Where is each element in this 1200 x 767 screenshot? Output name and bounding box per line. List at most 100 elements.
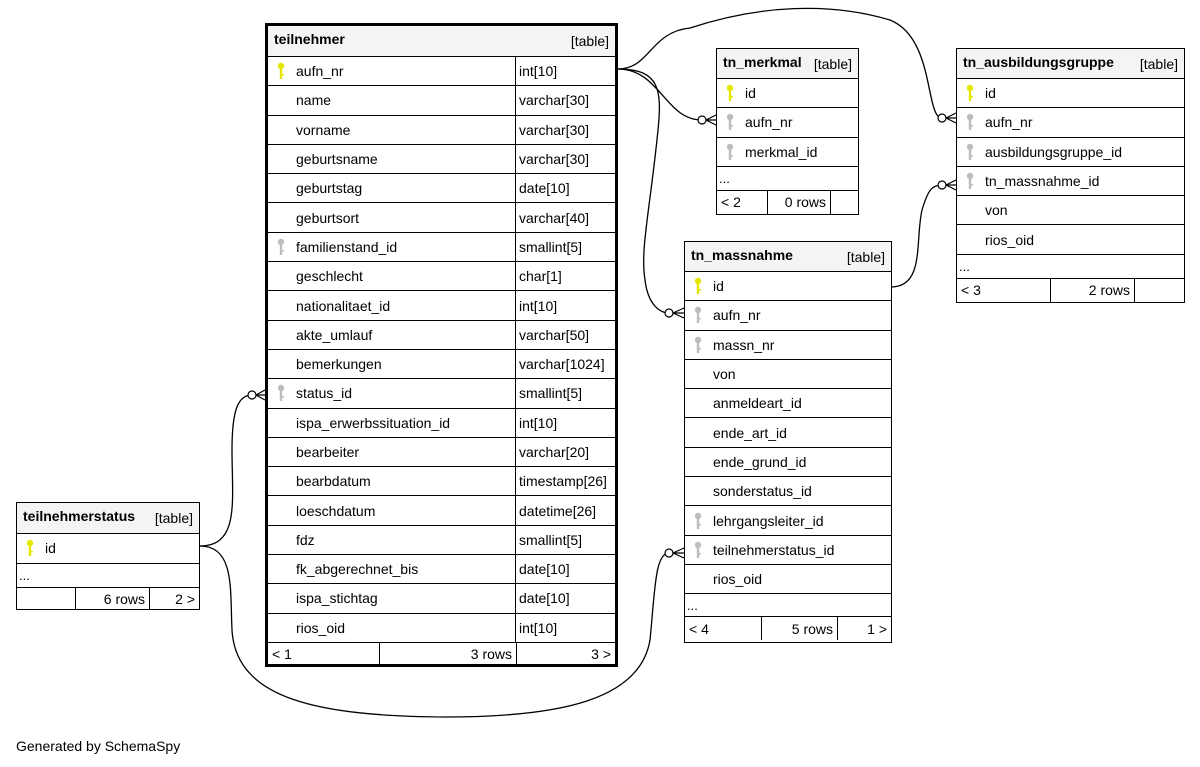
column-row[interactable]: ende_art_id [685,418,891,448]
children-count[interactable] [1135,279,1184,302]
column-name[interactable]: geschlecht [296,268,363,285]
column-name[interactable]: loeschdatum [296,502,376,519]
column-name[interactable]: id [45,540,56,557]
parents-count[interactable]: < 4 [685,617,762,641]
column-name[interactable]: anmeldeart_id [713,395,802,412]
column-row[interactable]: rios_oid [957,225,1184,255]
table-header[interactable]: teilnehmerstatus [table] [17,503,199,534]
column-row[interactable]: von [685,360,891,390]
column-name[interactable]: vorname [296,121,351,138]
column-row[interactable]: ende_grund_id [685,448,891,478]
table-header[interactable]: tn_ausbildungsgruppe [table] [957,49,1184,79]
column-name[interactable]: lehrgangsleiter_id [713,512,824,529]
column-name[interactable]: geburtstag [296,180,363,197]
column-name[interactable]: nationalitaet_id [296,297,391,314]
column-name[interactable]: ausbildungsgruppe_id [985,143,1122,160]
column-row[interactable]: id [957,79,1184,109]
table-teilnehmerstatus[interactable]: teilnehmerstatus [table] id ... 6 rows 2… [16,502,200,610]
column-name[interactable]: ispa_stichtag [296,590,378,607]
children-count[interactable]: 3 > [591,646,611,663]
children-count[interactable]: 2 > [175,590,195,607]
column-row[interactable]: rios_oid [685,565,891,595]
table-header[interactable]: tn_merkmal [table] [717,49,858,79]
column-name[interactable]: geburtsname [296,151,378,168]
column-name[interactable]: ende_grund_id [713,453,807,470]
column-name[interactable]: name [296,92,332,109]
column-name[interactable]: id [985,85,996,102]
column-row[interactable]: sonderstatus_id [685,477,891,507]
column-name[interactable]: bemerkungen [296,356,382,373]
parents-count[interactable] [17,587,76,610]
column-name[interactable]: rios_oid [296,619,346,636]
column-name[interactable]: ispa_erwerbssituation_id [296,414,451,431]
column-row[interactable]: teilnehmerstatus_id [685,536,891,565]
column-row[interactable]: id [717,79,858,109]
column-name[interactable]: aufn_nr [985,114,1033,131]
column-name[interactable]: fk_abgerechnet_bis [296,561,419,578]
column-name[interactable]: von [985,202,1008,219]
column-row[interactable]: von [957,196,1184,226]
column-name[interactable]: aufn_nr [713,307,761,324]
children-count[interactable]: 1 > [867,620,887,637]
parents-count[interactable]: < 1 [268,642,380,666]
column-name[interactable]: bearbdatum [296,473,371,490]
column-name[interactable]: sonderstatus_id [713,483,812,500]
column-row[interactable]: ausbildungsgruppe_id [957,138,1184,167]
column-name[interactable]: von [713,366,736,383]
table-name[interactable]: tn_merkmal [723,54,802,70]
column-name[interactable]: akte_umlauf [296,326,373,343]
column-name[interactable]: familienstand_id [296,238,398,255]
column-row[interactable]: id [17,534,199,564]
column-row[interactable]: merkmal_id [717,138,858,167]
table-name[interactable]: teilnehmer [274,31,345,47]
column-row[interactable]: id [685,272,891,302]
parents-count[interactable]: < 2 [717,190,768,214]
column-name[interactable]: rios_oid [985,231,1035,248]
column-row[interactable]: anmeldeart_id [685,389,891,419]
column-row[interactable]: tn_massnahme_id [957,167,1184,197]
column-row[interactable]: aufn_nr [957,108,1184,138]
parents-count[interactable]: < 3 [957,278,1051,302]
column-name[interactable]: massn_nr [713,336,775,353]
table-name[interactable]: tn_massnahme [691,247,793,263]
table-header[interactable]: tn_massnahme [table] [685,242,891,272]
column-name[interactable]: tn_massnahme_id [985,173,1100,190]
column-name[interactable]: teilnehmerstatus_id [713,541,835,558]
column-name[interactable]: id [745,85,756,102]
children-count[interactable] [831,191,858,214]
column-name[interactable]: id [713,278,724,295]
column-row[interactable]: lehrgangsleiter_id [685,506,891,536]
table-header[interactable]: teilnehmer [table] [268,26,615,57]
column-name[interactable]: status_id [296,385,353,402]
column-name[interactable]: rios_oid [713,571,763,588]
column-name[interactable]: aufn_nr [745,114,793,131]
column-row[interactable]: aufn_nr [685,301,891,331]
column-name[interactable]: geburtsort [296,209,360,226]
column-name[interactable]: ende_art_id [713,424,787,441]
column-name[interactable]: fdz [296,531,315,548]
table-name[interactable]: teilnehmerstatus [23,508,136,524]
column-name[interactable]: merkmal_id [745,143,818,160]
column-name[interactable]: bearbeiter [296,444,360,460]
